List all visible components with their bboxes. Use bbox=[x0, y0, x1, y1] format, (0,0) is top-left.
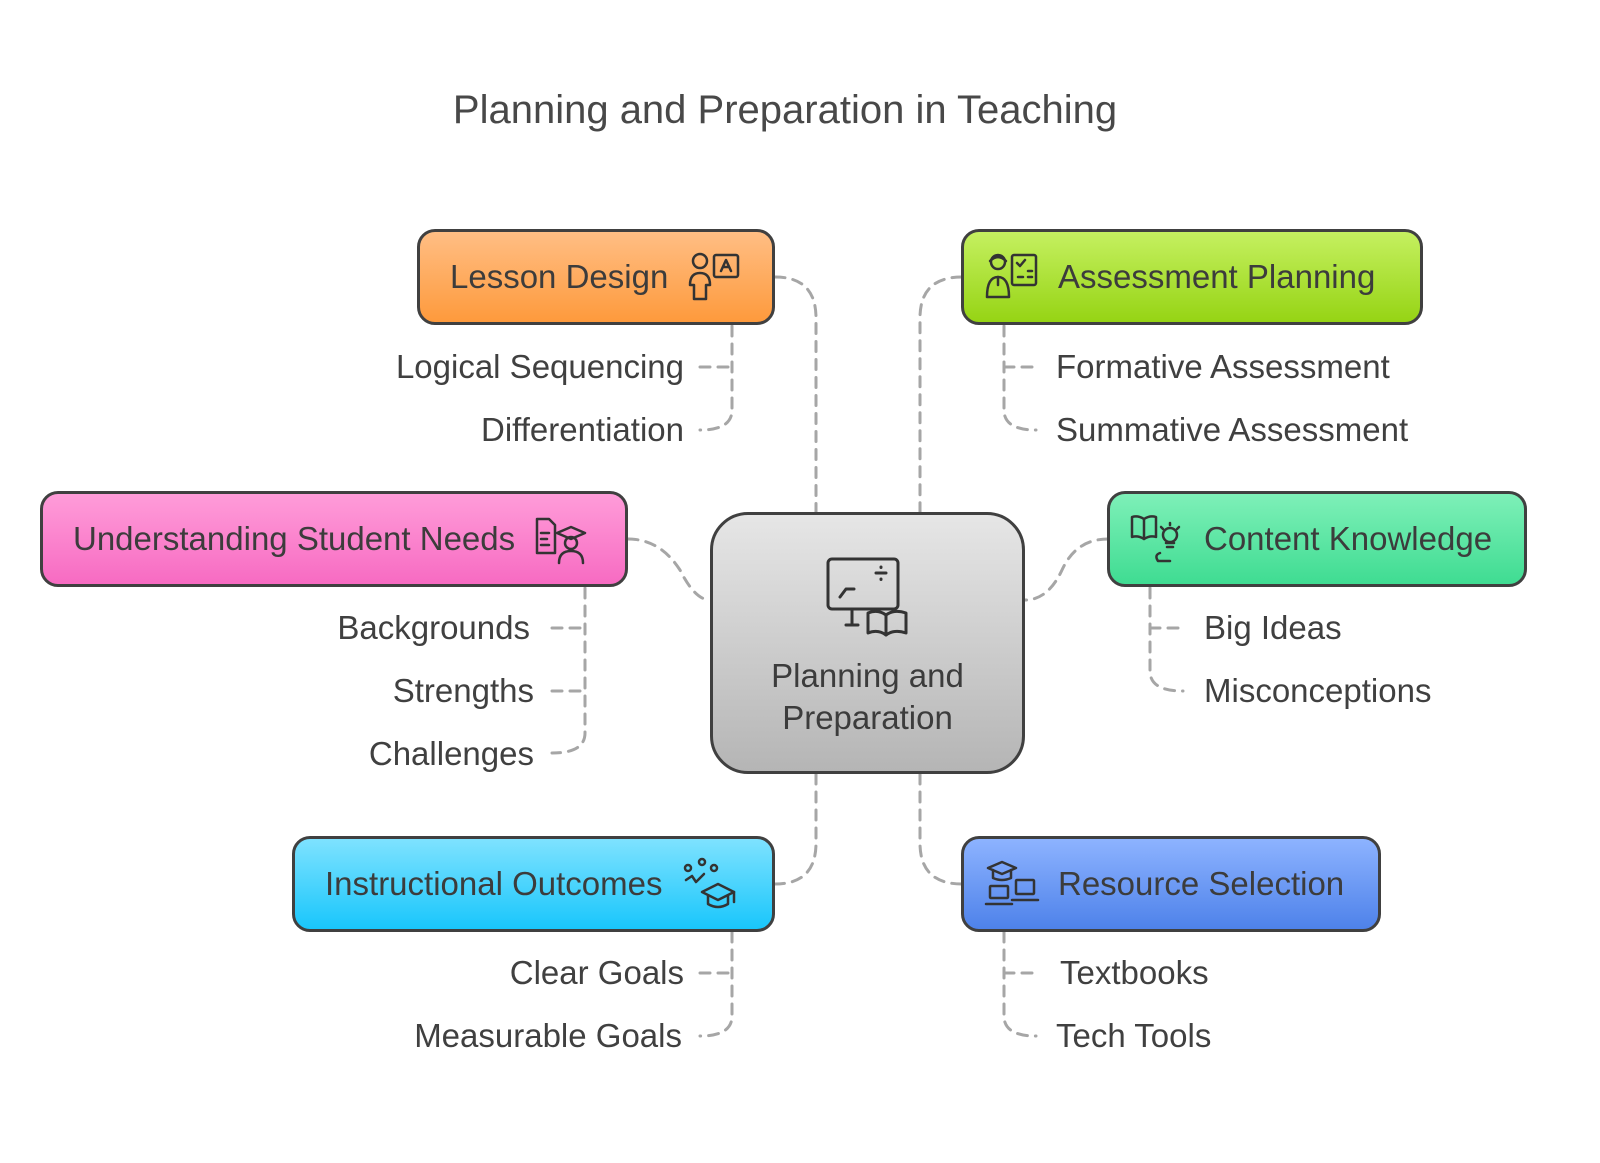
book-lightbulb-icon bbox=[1130, 511, 1186, 567]
category-label: Content Knowledge bbox=[1204, 520, 1493, 557]
category-understanding-student-needs[interactable]: Understanding Student Needs bbox=[40, 491, 628, 587]
presentation-book-icon bbox=[824, 555, 912, 643]
center-label: Planning and Preparation bbox=[771, 657, 964, 736]
sub-item: Strengths bbox=[392, 672, 534, 709]
category-content-knowledge[interactable]: Content Knowledge bbox=[1107, 491, 1527, 587]
category-instructional-outcomes[interactable]: Instructional Outcomes bbox=[292, 836, 775, 932]
category-label: Instructional Outcomes bbox=[325, 865, 663, 902]
sub-item: Differentiation bbox=[480, 411, 684, 448]
sub-item: Tech Tools bbox=[1056, 1017, 1212, 1054]
center-node: Planning and Preparation bbox=[710, 512, 1025, 774]
category-resource-selection[interactable]: Resource Selection bbox=[961, 836, 1381, 932]
teacher-board-icon bbox=[686, 249, 742, 305]
sub-item: Challenges bbox=[368, 735, 534, 772]
category-label: Lesson Design bbox=[450, 258, 669, 295]
sub-item: Misconceptions bbox=[1204, 672, 1432, 709]
sub-item: Backgrounds bbox=[337, 609, 530, 646]
category-label: Assessment Planning bbox=[1058, 258, 1376, 295]
student-document-icon bbox=[533, 511, 589, 567]
sub-item: Big Ideas bbox=[1204, 609, 1342, 646]
teacher-checklist-icon bbox=[984, 249, 1040, 305]
sub-item: Summative Assessment bbox=[1056, 411, 1409, 448]
category-lesson-design[interactable]: Lesson Design bbox=[417, 229, 775, 325]
graduation-cap-sparkle-icon bbox=[680, 856, 736, 912]
sub-item: Clear Goals bbox=[509, 954, 684, 991]
diagram-title: Planning and Preparation in Teaching bbox=[452, 88, 1118, 132]
sub-item: Measurable Goals bbox=[414, 1017, 682, 1054]
sub-item: Textbooks bbox=[1060, 954, 1209, 991]
graduation-laptops-icon bbox=[984, 856, 1040, 912]
category-assessment-planning[interactable]: Assessment Planning bbox=[961, 229, 1423, 325]
sub-item: Formative Assessment bbox=[1056, 348, 1390, 385]
category-label: Resource Selection bbox=[1058, 865, 1345, 902]
sub-item: Logical Sequencing bbox=[395, 348, 684, 385]
category-label: Understanding Student Needs bbox=[73, 520, 516, 557]
